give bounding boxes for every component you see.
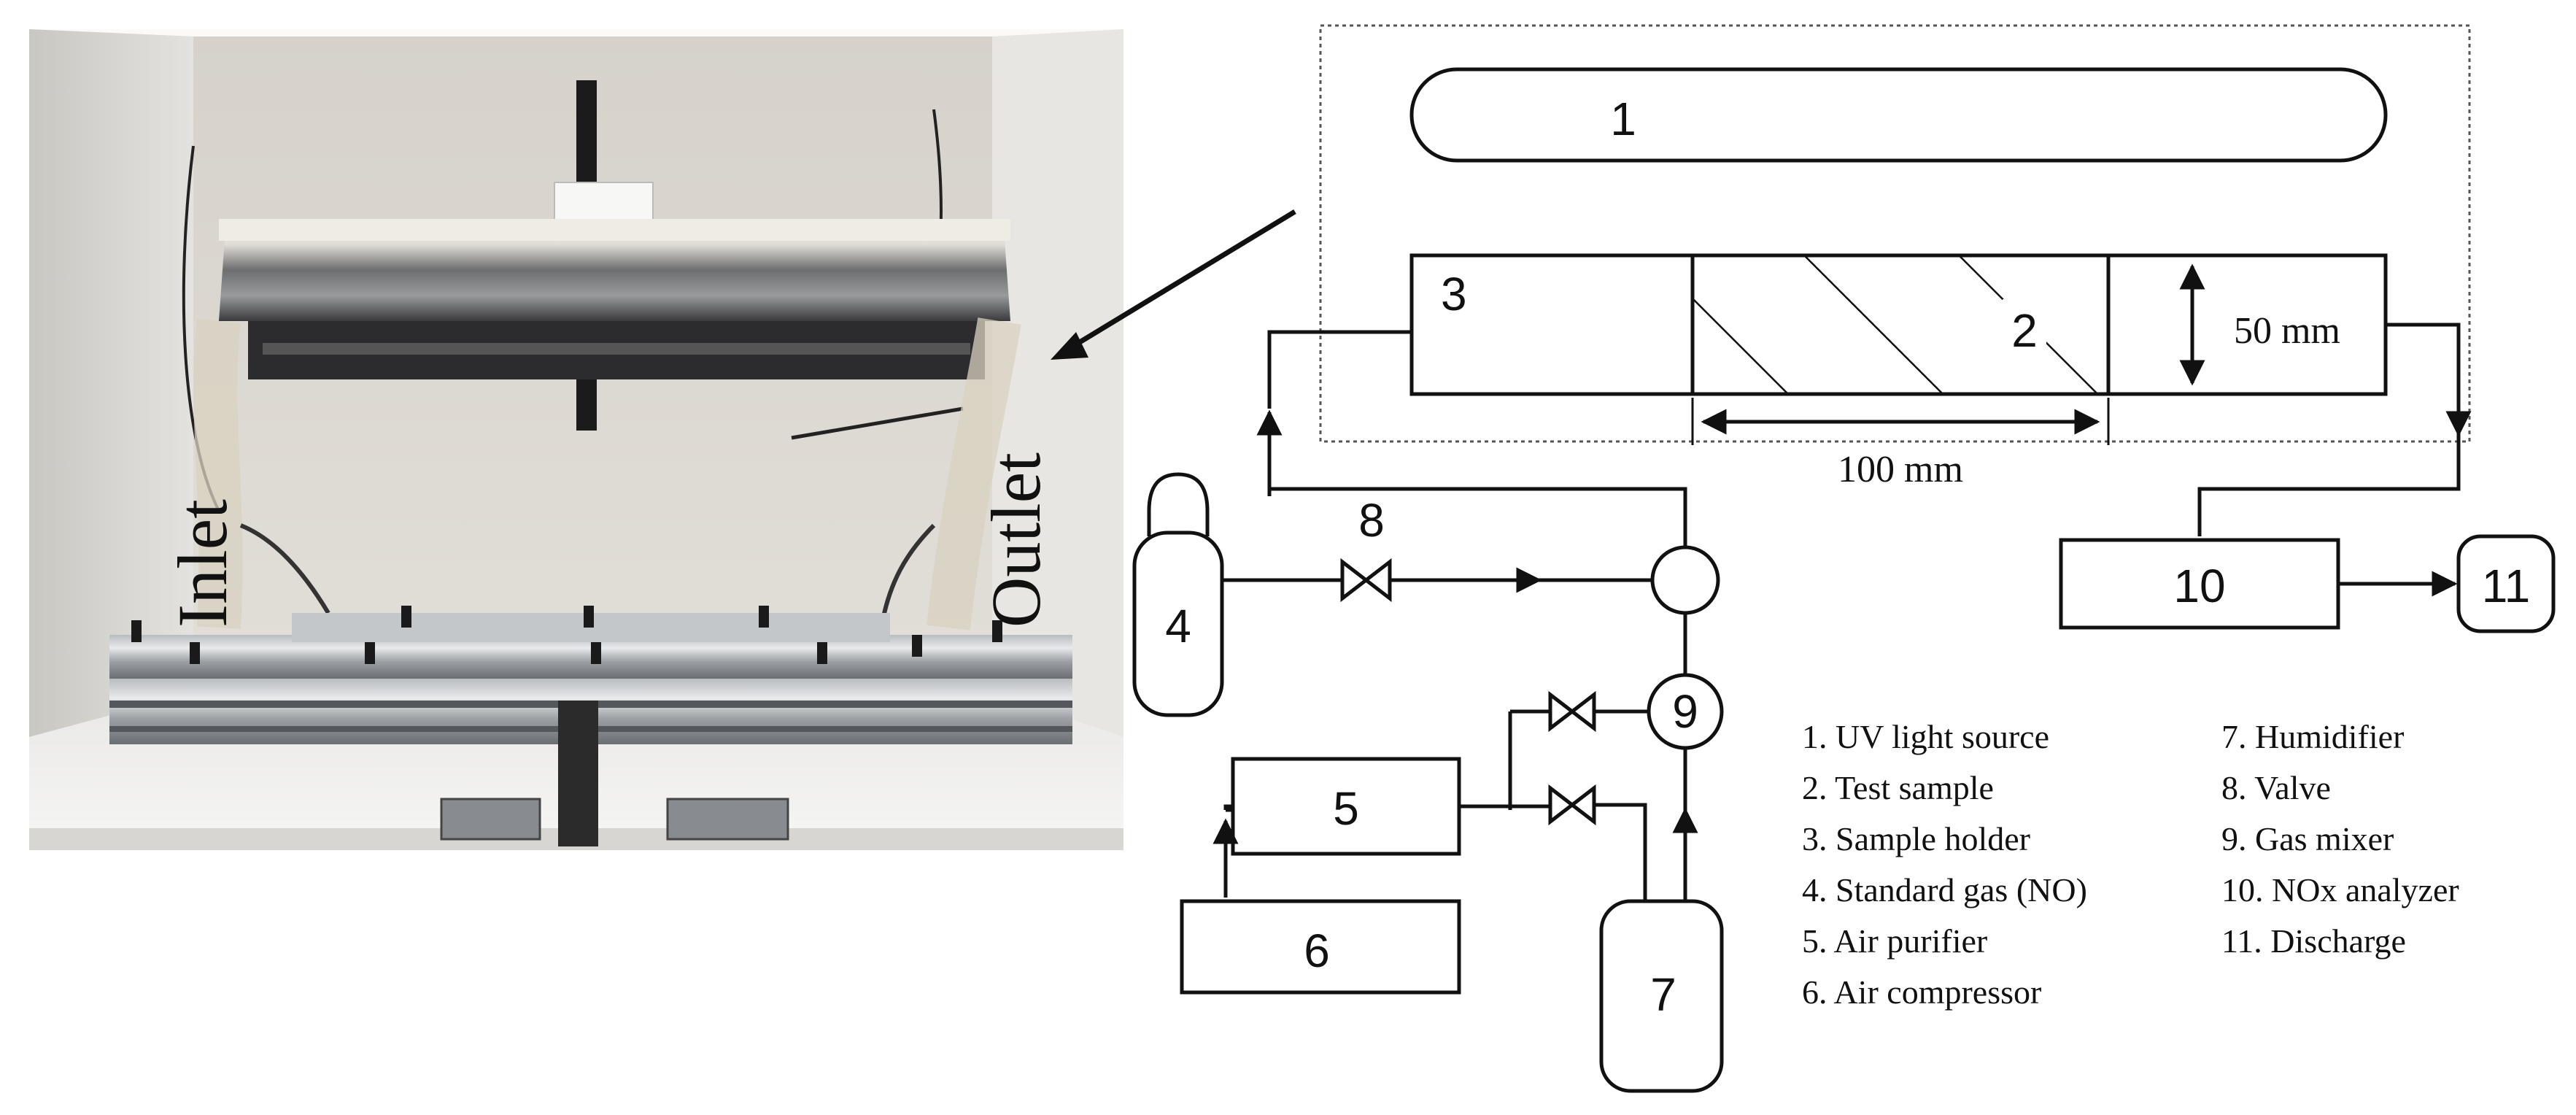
sample-holder-number: 3 — [1441, 268, 1467, 320]
standard-gas-number: 4 — [1165, 600, 1191, 652]
latch-right — [666, 798, 789, 841]
valve-mixer-lower — [1548, 784, 1596, 826]
right-wall — [992, 29, 1123, 737]
mixer-to-holder-line — [1269, 487, 1687, 551]
legend-item-5: 5. Air purifier — [1802, 922, 1987, 960]
zoom-arrow — [1071, 209, 1296, 349]
legend-item-4: 4. Standard gas (NO) — [1802, 871, 2087, 908]
reactor-enclosure — [1319, 24, 2471, 443]
air-compressor-number: 6 — [1304, 925, 1330, 977]
uv-lamp-housing — [219, 219, 1010, 321]
mixer-junction — [1650, 545, 1720, 615]
legend-item-8: 8. Valve — [2221, 769, 2331, 806]
valve-mixer-upper — [1548, 690, 1596, 733]
humidifier-number: 7 — [1650, 968, 1676, 1021]
air-compressor — [1180, 899, 1461, 995]
latch-left — [440, 798, 541, 841]
inlet-label: Inlet — [163, 499, 241, 628]
valve-8 — [1340, 558, 1392, 603]
nox-analyzer-number: 10 — [2173, 560, 2225, 612]
nox-analyzer — [2059, 538, 2340, 630]
inlet-line-top — [1267, 330, 1412, 409]
uv-light-number: 1 — [1610, 93, 1636, 145]
length-dimension-label: 100 mm — [1838, 449, 1963, 490]
legend-item-2: 2. Test sample — [1802, 769, 1994, 806]
legend-item-9: 9. Gas mixer — [2221, 820, 2394, 857]
air-purifier — [1231, 757, 1461, 856]
air-purifier-number: 5 — [1333, 782, 1359, 835]
legend-item-3: 3. Sample holder — [1802, 820, 2030, 857]
outlet-to-analyzer-line — [2197, 431, 2461, 536]
outlet-line — [2386, 323, 2461, 398]
humidifier — [1599, 899, 1724, 1093]
legend-item-1: 1. UV light source — [1802, 718, 2049, 755]
height-dimension-label: 50 mm — [2234, 310, 2340, 352]
discharge-number: 11 — [2482, 560, 2530, 612]
valve-number: 8 — [1358, 494, 1385, 547]
standard-gas-cylinder — [1132, 531, 1224, 717]
legend-item-6: 6. Air compressor — [1802, 973, 2041, 1011]
legend-item-7: 7. Humidifier — [2221, 718, 2404, 755]
discharge — [2456, 534, 2556, 633]
uv-light-source — [1409, 67, 2388, 163]
legend: 1. UV light source 2. Test sample 3. Sam… — [1802, 718, 2459, 1011]
gas-mixer-number: 9 — [1672, 685, 1698, 738]
legend-item-11: 11. Discharge — [2221, 922, 2406, 960]
center-strip — [558, 701, 598, 846]
legend-item-10: 10. NOx analyzer — [2221, 871, 2459, 908]
test-sample-number: 2 — [2011, 304, 2038, 357]
clamp-block — [554, 182, 654, 221]
outlet-label: Outlet — [977, 452, 1055, 628]
left-wall — [29, 29, 193, 737]
gas-cylinder-valve — [1147, 472, 1210, 536]
